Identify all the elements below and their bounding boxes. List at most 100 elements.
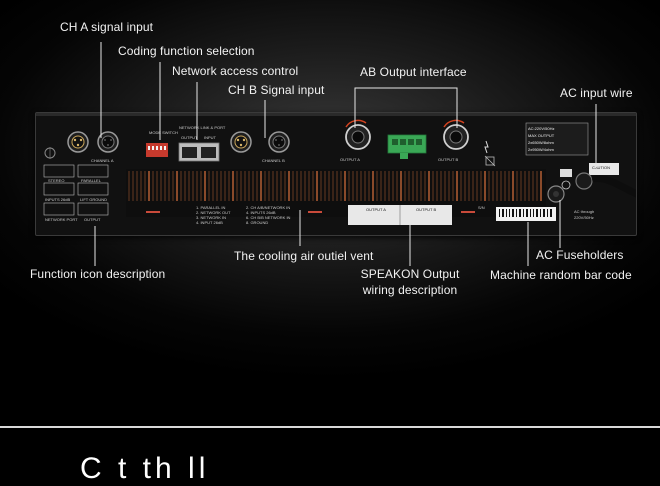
icon-label-inputs: INPUTS 26dB — [45, 197, 71, 202]
spec-line-2: MAX OUTPUT — [528, 133, 555, 138]
heatsink-fin — [164, 171, 166, 201]
heatsink-fin — [392, 171, 394, 201]
channel-a-label: CHANNEL A — [91, 158, 114, 163]
spec-line-1: AC:220V/50Hz — [528, 126, 555, 131]
heatsink-fin — [152, 171, 154, 201]
rohs-mark — [560, 169, 572, 177]
legend-left-1: 2. NETWORK OUT — [196, 210, 231, 215]
heatsink-fin — [144, 171, 146, 201]
icon-label-network-port: NETWORK PORT — [45, 217, 78, 222]
heatsink-fin — [336, 171, 338, 201]
heatsink-fin — [204, 171, 206, 201]
spec-line-4: 2x950W/4ohm — [528, 147, 554, 152]
heatsink-fin — [244, 171, 246, 201]
heatsink-fin — [316, 171, 318, 201]
heatsink-fin — [128, 171, 130, 201]
callout-speakon-line1: SPEAKON Output — [360, 267, 460, 281]
heatsink-fin — [324, 171, 326, 201]
heatsink-fin — [168, 171, 170, 201]
heatsink-fin — [240, 171, 242, 201]
heatsink-fin — [268, 171, 270, 201]
heatsink-fin — [400, 171, 402, 201]
heatsink-fin — [300, 171, 302, 201]
heatsink-fin — [416, 171, 418, 201]
heatsink-fin — [256, 171, 258, 201]
heatsink-fin — [380, 171, 382, 201]
heatsink-fin — [264, 171, 266, 201]
callout-machine-bar-code: Machine random bar code — [490, 268, 632, 282]
legend-right-1: 4. INPUTS 26dB — [246, 210, 276, 215]
heatsink-fin — [484, 171, 486, 201]
heatsink-fin — [536, 171, 538, 201]
heatsink-fin — [384, 171, 386, 201]
ac-fuseholder — [547, 185, 565, 203]
mode-switch-label: MODE SWITCH — [149, 130, 178, 135]
heatsink-fin — [136, 171, 138, 201]
function-icon-grid — [43, 164, 109, 216]
heatsink-fin — [296, 171, 298, 201]
heatsink-fin — [388, 171, 390, 201]
heatsink-fin — [372, 171, 374, 201]
dip-switch — [146, 143, 168, 157]
xlr-connector-b-link — [268, 131, 290, 153]
heatsink-fin — [248, 171, 250, 201]
heatsink-fin — [460, 171, 462, 201]
heatsink-fin — [408, 171, 410, 201]
rear-panel-drawing — [36, 113, 657, 225]
heatsink-fin — [212, 171, 214, 201]
speakon-output-b — [443, 119, 469, 150]
callout-ch-a-signal-input: CH A signal input — [60, 20, 154, 34]
heatsink-fin — [396, 171, 398, 201]
heatsink-fin — [216, 171, 218, 201]
heatsink-fin — [508, 171, 510, 201]
footer-partial-heading: C t th ll — [80, 452, 210, 485]
heatsink-fin — [292, 171, 294, 201]
output-b-label: OUTPUT B — [438, 157, 459, 162]
callout-ac-input-wire: AC input wire — [560, 86, 633, 100]
heatsink-fin — [332, 171, 334, 201]
icon-label-output: OUTPUT — [84, 217, 101, 222]
heatsink-fin — [360, 171, 362, 201]
cooling-vent-fins — [126, 169, 546, 217]
heatsink-fin — [452, 171, 454, 201]
heatsink-fin — [428, 171, 430, 201]
callout-speakon-line2: wiring description — [362, 283, 458, 297]
heatsink-fin — [524, 171, 526, 201]
heatsink-fin — [188, 171, 190, 201]
heatsink-fin — [328, 171, 330, 201]
heatsink-fin — [320, 171, 322, 201]
heatsink-fin — [512, 171, 514, 201]
heatsink-fin — [448, 171, 450, 201]
heatsink-fin — [260, 171, 262, 201]
heatsink-fin — [344, 171, 346, 201]
heatsink-fin — [436, 171, 438, 201]
heatsink-fin — [180, 171, 182, 201]
icon-label-stereo: STEREO — [48, 178, 65, 183]
warning-symbols-icon — [484, 140, 496, 167]
callout-ac-fuseholders: AC Fuseholders — [536, 248, 624, 262]
heatsink-fin — [476, 171, 478, 201]
heatsink-fin — [184, 171, 186, 201]
heatsink-fin — [468, 171, 470, 201]
heatsink-fin — [464, 171, 466, 201]
heatsink-fin — [492, 171, 494, 201]
heatsink-fin — [364, 171, 366, 201]
heatsink-fin — [220, 171, 222, 201]
divider-line — [0, 426, 660, 428]
heatsink-fin — [312, 171, 314, 201]
callout-network-access-control: Network access control — [172, 64, 299, 78]
heatsink-fin — [224, 171, 226, 201]
heatsink-fin — [520, 171, 522, 201]
wiring-output-b-label: OUTPUT B — [416, 207, 437, 212]
heatsink-fin — [276, 171, 278, 201]
heatsink-fin — [252, 171, 254, 201]
heatsink-fin — [228, 171, 230, 201]
heatsink-fin — [440, 171, 442, 201]
heatsink-fin — [488, 171, 490, 201]
heatsink-fin — [132, 171, 134, 201]
heatsink-fin — [160, 171, 162, 201]
heatsink-fin — [192, 171, 194, 201]
heatsink-fin — [340, 171, 342, 201]
legend-right-0: 2. CH A/B/NETWORK IN — [246, 205, 291, 210]
heatsink-fin — [376, 171, 378, 201]
